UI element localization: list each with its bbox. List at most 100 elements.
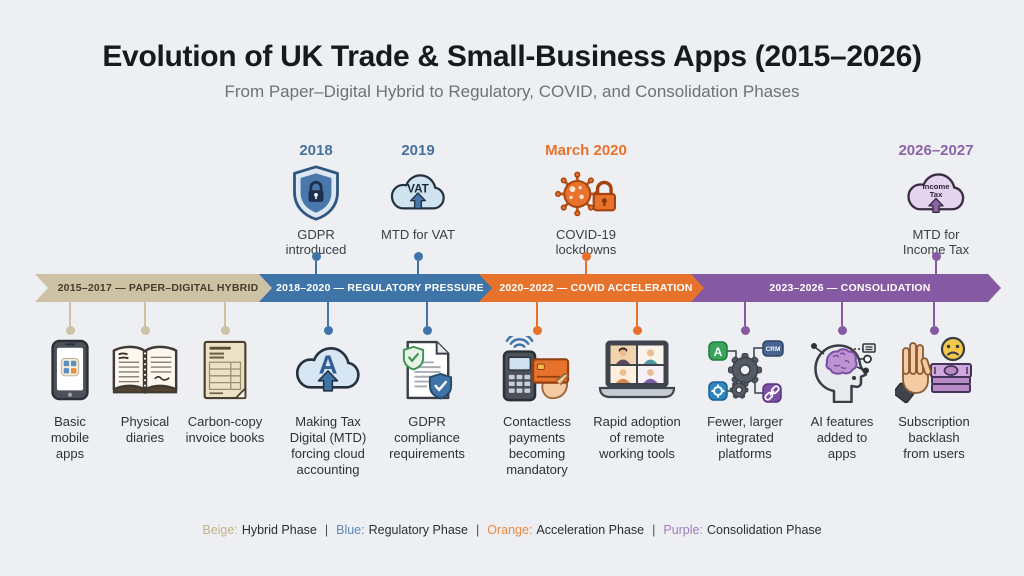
item-mtd-cloud-accounting: A Making Tax Digital (MTD) forcing cloud… [285, 332, 371, 477]
item-basic-mobile-apps: Basic mobile apps [39, 332, 101, 462]
svg-text:Tax: Tax [930, 190, 943, 199]
connector-dot [532, 326, 542, 335]
connector-dot [929, 326, 939, 335]
connector-dot [413, 252, 423, 261]
item-physical-diaries: Physical diaries [108, 332, 182, 446]
item-label: Rapid adoption of remote working tools [593, 414, 681, 461]
mtd-vat-cloud-icon: VAT [385, 164, 451, 222]
connector-dot [422, 326, 432, 335]
connector-line [840, 302, 844, 326]
connector-item-10 [929, 302, 939, 335]
item-contactless-payments: Contactless payments becoming mandatory [498, 332, 576, 477]
item-label: Making Tax Digital (MTD) forcing cloud a… [289, 414, 367, 477]
svg-text:VAT: VAT [407, 182, 430, 195]
legend-phase-hybrid: Hybrid Phase [241, 523, 317, 537]
legend-separator: | [652, 523, 656, 537]
connector-line [934, 261, 938, 276]
legend-phase-consolidation: Consolidation Phase [706, 523, 822, 537]
connector-dot [323, 326, 333, 335]
connector-item-8 [740, 302, 750, 335]
mobile-apps-icon [50, 332, 90, 408]
connector-item-2 [140, 302, 150, 335]
connector-dot [65, 326, 75, 335]
integrated-platforms-icon: A CRM [706, 332, 784, 408]
milestone-year: 2019 [401, 142, 435, 159]
connector-2026 [931, 252, 941, 276]
item-remote-working: Rapid adoption of remote working tools [591, 332, 683, 462]
phase-band-covid: 2020–2022 — COVID ACCELERATION [479, 274, 705, 302]
item-label: Carbon-copy invoice books [185, 414, 265, 445]
compliance-document-icon [400, 332, 454, 408]
svg-text:CRM: CRM [766, 346, 781, 353]
item-label: AI features added to apps [810, 414, 874, 461]
connector-line [416, 261, 420, 276]
connector-line [535, 302, 539, 326]
item-ai-features: AI features added to apps [807, 332, 877, 462]
phase-band-consolidation: 2023–2026 — CONSOLIDATION [691, 274, 1001, 302]
connector-dot [740, 326, 750, 335]
connector-march-2020 [581, 252, 591, 276]
connector-line [743, 302, 747, 326]
connector-item-9 [837, 302, 847, 335]
legend-color-word-blue: Blue: [336, 523, 365, 537]
phase-band-label: 2023–2026 — CONSOLIDATION [769, 282, 931, 294]
page-subtitle: From Paper–Digital Hybrid to Regulatory,… [224, 82, 800, 101]
connector-line [314, 261, 318, 276]
connector-line [425, 302, 429, 326]
connector-item-3 [220, 302, 230, 335]
connector-dot [632, 326, 642, 335]
connector-2018 [311, 252, 321, 276]
item-gdpr-compliance: GDPR compliance requirements [384, 332, 470, 462]
connector-line [326, 302, 330, 326]
connector-dot [140, 326, 150, 335]
milestone-2018: 2018 GDPR introduced [246, 142, 386, 258]
legend: Beige: Hybrid Phase | Blue: Regulatory P… [0, 523, 1024, 537]
connector-item-5 [422, 302, 432, 335]
remote-video-call-icon [597, 332, 677, 408]
connector-dot [837, 326, 847, 335]
milestone-2019: 2019 VAT MTD for VAT [348, 142, 488, 242]
item-label: Physical diaries [120, 414, 170, 445]
connector-line [635, 302, 639, 326]
subscription-backlash-icon [895, 332, 973, 408]
milestone-year: 2026–2027 [898, 142, 974, 159]
connector-dot [311, 252, 321, 261]
svg-text:A: A [714, 345, 723, 359]
contactless-payment-icon [498, 332, 576, 408]
connector-line [584, 261, 588, 276]
connector-line [932, 302, 936, 326]
connector-item-6 [532, 302, 542, 335]
milestone-caption: MTD for Income Tax [902, 227, 970, 258]
gdpr-shield-lock-icon [289, 164, 343, 222]
connector-line [223, 302, 227, 326]
connector-dot [581, 252, 591, 261]
invoice-book-icon [199, 332, 251, 408]
phase-band-label: 2018–2020 — REGULATORY PRESSURE [276, 282, 484, 294]
item-label: Contactless payments becoming mandatory [503, 414, 571, 477]
cloud-accounting-icon: A [289, 332, 367, 408]
income-tax-cloud-icon: Income Tax [901, 164, 971, 222]
connector-line [68, 302, 72, 326]
connector-line [143, 302, 147, 326]
legend-color-word-beige: Beige: [202, 523, 238, 537]
legend-color-word-purple: Purple: [663, 523, 703, 537]
legend-color-word-orange: Orange: [487, 523, 533, 537]
milestone-caption: COVID-19 lockdowns [555, 227, 617, 258]
phase-band-label: 2015–2017 — PAPER–DIGITAL HYBRID [57, 282, 259, 294]
connector-2019 [413, 252, 423, 276]
phase-band-regulatory: 2018–2020 — REGULATORY PRESSURE [259, 274, 493, 302]
item-carbon-copy-invoice-books: Carbon-copy invoice books [184, 332, 266, 446]
phase-band-hybrid: 2015–2017 — PAPER–DIGITAL HYBRID [35, 274, 273, 302]
item-label: Basic mobile apps [50, 414, 90, 461]
connector-dot [220, 326, 230, 335]
diary-book-icon [108, 332, 182, 408]
item-label: Subscription backlash from users [898, 414, 970, 461]
legend-phase-regulatory: Regulatory Phase [368, 523, 468, 537]
connector-item-7 [632, 302, 642, 335]
phase-band-label: 2020–2022 — COVID ACCELERATION [499, 282, 693, 294]
item-subscription-backlash: Subscription backlash from users [894, 332, 974, 462]
item-label: Fewer, larger integrated platforms [707, 414, 783, 461]
item-label: GDPR compliance requirements [389, 414, 465, 461]
ai-brain-icon [807, 332, 877, 408]
